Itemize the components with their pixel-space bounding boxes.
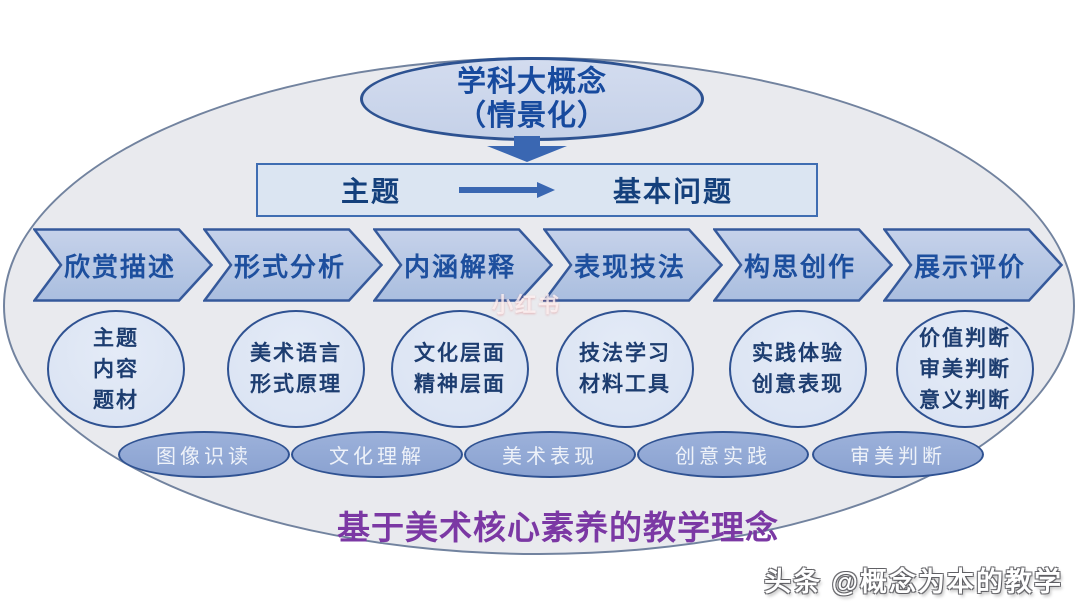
stage-circle-culture: 文化层面 精神层面 bbox=[391, 310, 529, 428]
watermark-bottom-right: 头条 @概念为本的教学 bbox=[764, 567, 1063, 597]
stage-chevron-create: 构思创作 bbox=[712, 228, 894, 302]
circle-line: 文化层面 bbox=[414, 341, 506, 365]
competency-label: 审美判断 bbox=[850, 446, 946, 468]
circle-line: 美术语言 bbox=[250, 341, 342, 365]
circle-line: 实践体验 bbox=[752, 341, 844, 365]
chevron-shape-icon bbox=[712, 228, 894, 302]
stage-label: 展示评价 bbox=[913, 251, 1026, 282]
arrow-down-icon bbox=[487, 136, 567, 162]
competency-label: 图像识读 bbox=[156, 446, 252, 468]
stage-chevron-form: 形式分析 bbox=[202, 228, 384, 302]
competency-label: 美术表现 bbox=[502, 446, 598, 468]
competency-ellipse-creative-practice: 创意实践 bbox=[637, 431, 809, 478]
competency-ellipse-art-expression: 美术表现 bbox=[464, 431, 636, 478]
circle-line: 价值判断 bbox=[919, 325, 1011, 350]
stage-label: 内涵解释 bbox=[403, 251, 516, 282]
theme-label: 主题 bbox=[340, 176, 401, 207]
circle-line: 技法学习 bbox=[579, 341, 671, 365]
stage-label: 形式分析 bbox=[233, 251, 346, 282]
stage-circle-skill: 技法学习 材料工具 bbox=[556, 310, 694, 428]
stage-label: 表现技法 bbox=[573, 251, 686, 282]
circle-line: 意义判断 bbox=[919, 387, 1011, 412]
circle-line: 材料工具 bbox=[579, 372, 671, 396]
diagram-caption: 基于美术核心素养的教学理念 bbox=[337, 511, 779, 547]
stage-chevron-appreciate: 欣赏描述 bbox=[32, 228, 214, 302]
stage-chevron-technique: 表现技法 bbox=[542, 228, 724, 302]
stage-chevron-evaluate: 展示评价 bbox=[882, 228, 1064, 302]
chevron-shape-icon bbox=[882, 228, 1064, 302]
stage-circle-language: 美术语言 形式原理 bbox=[227, 310, 365, 428]
chevron-shape-icon bbox=[32, 228, 214, 302]
circle-line: 主题 bbox=[93, 325, 139, 350]
stage-circle-practice: 实践体验 创意表现 bbox=[729, 310, 867, 428]
chevron-shape-icon bbox=[372, 228, 554, 302]
stage-label: 构思创作 bbox=[743, 251, 856, 282]
competency-ellipse-image-literacy: 图像识读 bbox=[118, 431, 290, 478]
stage-circle-theme: 主题 内容 题材 bbox=[47, 310, 185, 428]
big-concept-line1: 学科大概念 bbox=[456, 66, 607, 98]
stage-circle-judgement: 价值判断 审美判断 意义判断 bbox=[896, 310, 1034, 428]
watermark-center: 小红书 bbox=[492, 294, 561, 317]
stage-chevron-meaning: 内涵解释 bbox=[372, 228, 554, 302]
circle-line: 内容 bbox=[93, 356, 139, 381]
competency-label: 创意实践 bbox=[675, 446, 771, 468]
competency-ellipse-cultural-understanding: 文化理解 bbox=[291, 431, 463, 478]
circle-line: 审美判断 bbox=[919, 356, 1011, 381]
stage-label: 欣赏描述 bbox=[63, 251, 176, 282]
big-concept-line2: （情景化） bbox=[456, 100, 607, 132]
arrow-right-icon bbox=[459, 182, 555, 198]
circle-line: 形式原理 bbox=[250, 372, 342, 396]
chevron-shape-icon bbox=[202, 228, 384, 302]
circle-line: 题材 bbox=[93, 387, 139, 412]
question-label: 基本问题 bbox=[613, 176, 734, 207]
competency-ellipse-aesthetic-judgement: 审美判断 bbox=[812, 431, 984, 478]
big-concept-ellipse: 学科大概念 （情景化） bbox=[360, 57, 704, 141]
circle-line: 精神层面 bbox=[414, 372, 506, 396]
chevron-shape-icon bbox=[542, 228, 724, 302]
circle-line: 创意表现 bbox=[752, 372, 844, 396]
theme-question-box: 主题 基本问题 bbox=[256, 163, 818, 217]
competency-label: 文化理解 bbox=[329, 446, 425, 468]
